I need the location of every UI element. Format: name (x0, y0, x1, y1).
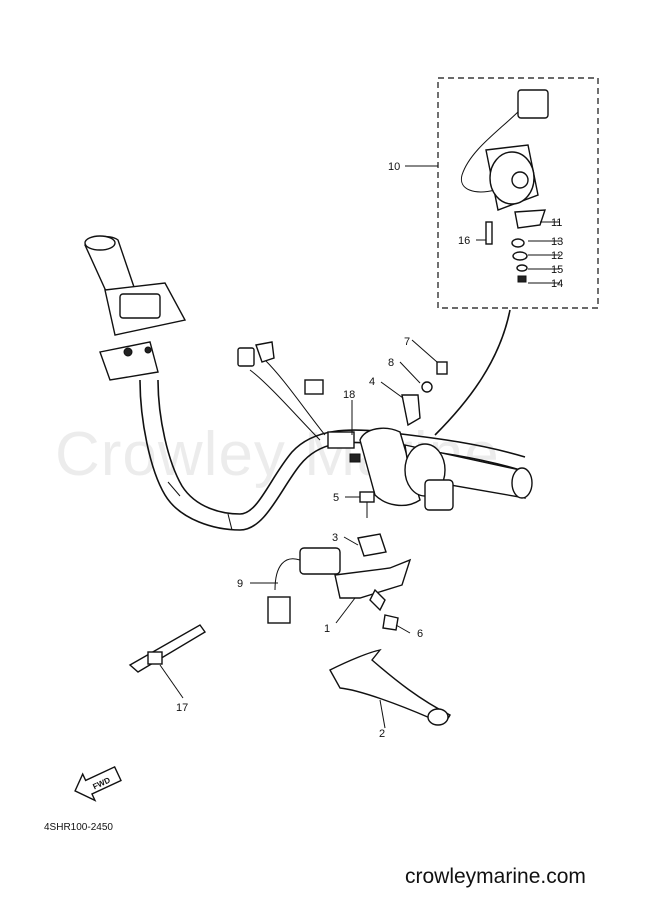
callout-4: 4 (369, 376, 375, 388)
callout-11: 11 (551, 217, 562, 229)
switch-cable (434, 309, 511, 436)
right-switch-and-grip (359, 427, 533, 511)
callout-5: 5 (333, 492, 339, 504)
lever-assembly (329, 361, 451, 726)
switch-assembly-10 (460, 89, 549, 283)
callout-14: 14 (551, 278, 563, 290)
callout-9: 9 (237, 578, 243, 590)
callout-12: 12 (551, 250, 563, 262)
callout-1: 1 (324, 623, 330, 635)
callout-10: 10 (388, 161, 400, 173)
callout-2: 2 (379, 728, 385, 740)
callout-15: 15 (551, 264, 563, 276)
drawing-code: 4SHR100-2450 (44, 822, 113, 833)
switch-assembly-inset (437, 77, 599, 309)
switch-9 (267, 547, 341, 624)
left-grip-assembly (84, 235, 187, 381)
leader-lines (159, 165, 560, 729)
callout-6: 6 (417, 628, 423, 640)
fwd-arrow-icon: FWD (74, 765, 122, 802)
callout-7: 7 (404, 336, 410, 348)
callout-16: 16 (458, 235, 470, 247)
callout-17: 17 (176, 702, 188, 714)
callout-13: 13 (551, 236, 563, 248)
wire-harness (237, 341, 361, 463)
website-link[interactable]: crowleymarine.com (405, 865, 586, 888)
cable-tie-17 (128, 624, 207, 673)
callout-8: 8 (388, 357, 394, 369)
callout-18: 18 (343, 389, 355, 401)
callout-3: 3 (332, 532, 338, 544)
